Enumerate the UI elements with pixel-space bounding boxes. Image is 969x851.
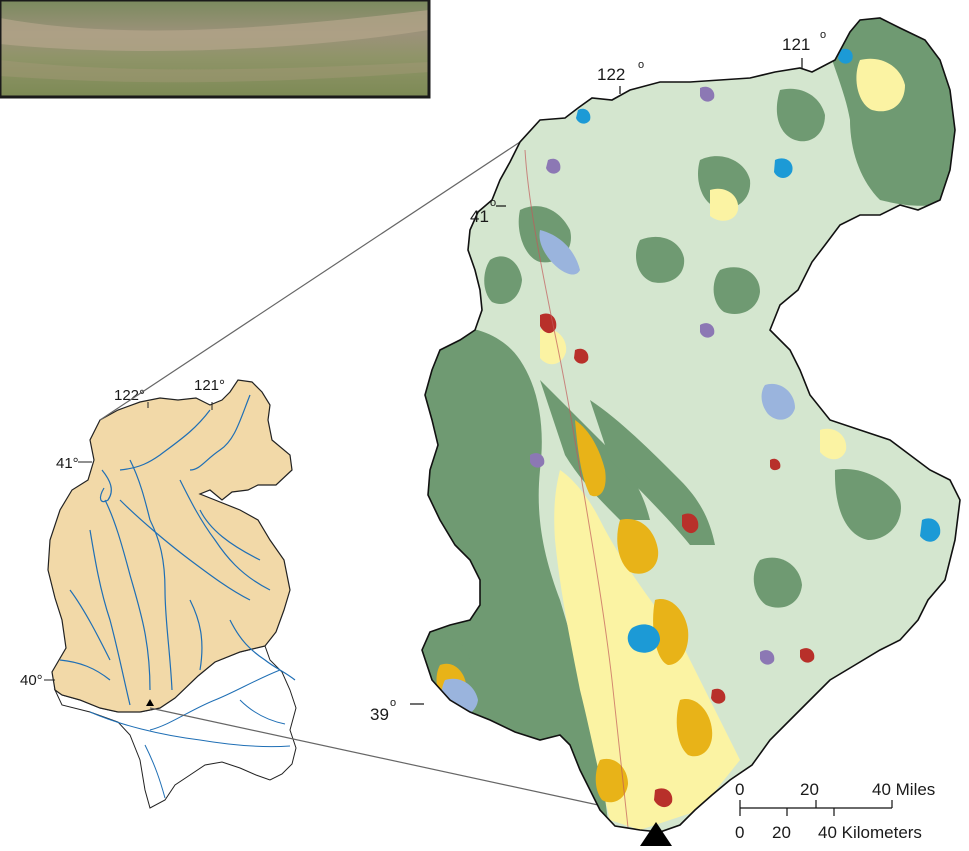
main-lon-121-label: 121 — [782, 35, 810, 54]
outlet-marker — [640, 822, 672, 846]
main-lat-41-degree: o — [490, 197, 496, 209]
scale-miles-20: 20 — [800, 780, 819, 799]
inset-lat-41-label: 41° — [56, 455, 79, 472]
field-photo — [0, 0, 431, 99]
inset-lon-121-label: 121° — [194, 377, 225, 394]
inset-connector-lines — [99, 141, 613, 809]
barren-layer — [530, 86, 775, 665]
main-river — [524, 149, 631, 832]
scale-miles-0: 0 — [735, 780, 744, 799]
main-basin-outline — [421, 17, 961, 833]
main-lat-39-degree: o — [390, 697, 396, 709]
inset-lon-122-label: 122° — [114, 387, 145, 404]
inset-basin — [47, 379, 293, 713]
inset-map: 122° 121° 41° 40° — [20, 377, 297, 809]
urban-layer — [540, 313, 815, 808]
scale-km-0: 0 — [735, 823, 744, 842]
orchards-layer — [436, 420, 713, 803]
main-lon-122-degree: o — [638, 59, 644, 71]
inset-lat-40-label: 40° — [20, 672, 43, 689]
scale-km-40: 40 Kilometers — [818, 823, 922, 842]
main-lat-41-label: 41 — [470, 207, 489, 226]
main-land-cover-map: 122 o 121 o 41 o 39 o — [370, 17, 961, 846]
scale-miles-40: 40 Miles — [872, 780, 935, 799]
main-lat-39-label: 39 — [370, 705, 389, 724]
inset-streams — [59, 394, 296, 706]
inset-lower-streams — [89, 669, 291, 799]
scale-bar: 0 20 40 Miles 0 20 40 Kilometers — [735, 780, 935, 842]
water-layer — [576, 48, 941, 653]
main-lon-122-label: 122 — [597, 65, 625, 84]
scale-km-20: 20 — [772, 823, 791, 842]
inset-outlet-marker — [146, 699, 154, 706]
main-lon-121-degree: o — [820, 29, 826, 41]
